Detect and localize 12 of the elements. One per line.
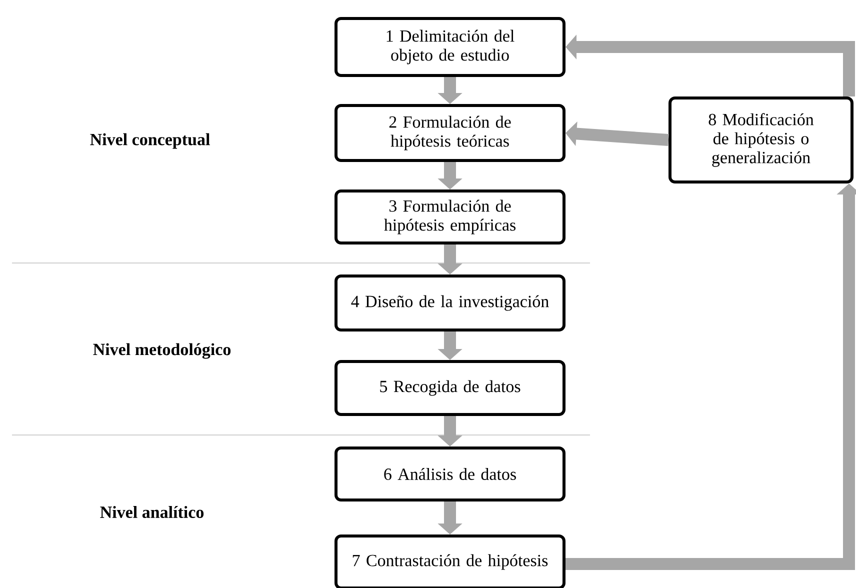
level-label: Nivel analítico <box>100 506 204 518</box>
process-box: 7 Contrastación de hipótesis <box>334 534 566 588</box>
process-box: 3 Formulación de hipótesis empíricas <box>334 190 566 244</box>
level-label: Nivel metodológico <box>93 343 231 359</box>
level-label: Nivel conceptual <box>90 133 210 149</box>
process-box: 6 Análisis de datos <box>334 446 566 502</box>
process-box: 4 Diseño de la investigación <box>334 274 566 332</box>
process-box: 1 Delimitación del objeto de estudio <box>334 17 566 77</box>
process-box: 5 Recogida de datos <box>334 360 566 416</box>
arrow <box>566 184 856 570</box>
process-box: 8 Modificación de hipótesis o generalización <box>668 96 854 184</box>
process-box: 2 Formulación de hipótesis teóricas <box>334 104 566 162</box>
